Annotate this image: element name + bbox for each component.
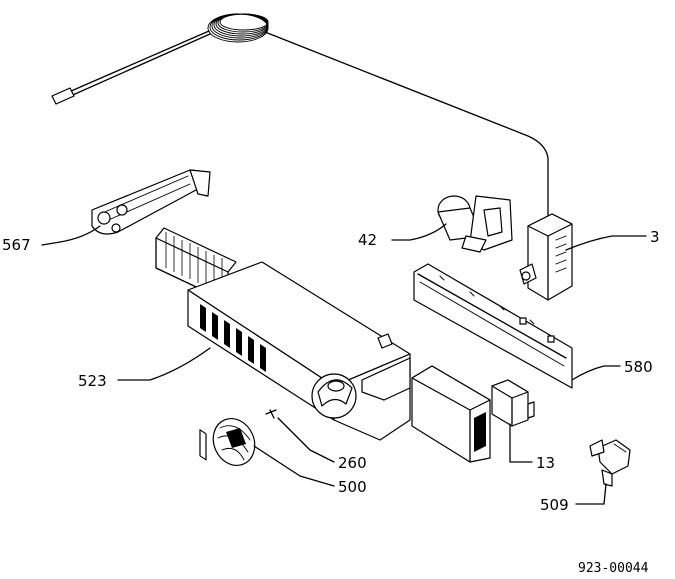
leader-42 [391, 223, 447, 241]
part-500-knob [212, 418, 256, 466]
sensor-bulb [51, 87, 75, 105]
leader-567 [41, 225, 101, 246]
part-509-clip [589, 439, 631, 487]
callout-labels: 567 42 3 580 523 260 500 13 509 923-0004… [2, 228, 660, 576]
leader-509 [575, 483, 607, 505]
label-42: 42 [358, 231, 377, 249]
part-42-connector [437, 195, 513, 253]
label-500: 500 [338, 478, 367, 496]
label-523: 523 [78, 372, 107, 390]
cover-box [411, 365, 491, 463]
leader-260 [277, 417, 335, 463]
capillary-tube [51, 13, 549, 219]
label-567: 567 [2, 236, 31, 254]
part-3-thermostat [519, 213, 573, 301]
part-13-switch [491, 379, 535, 427]
capillary-coil [207, 13, 269, 43]
label-3: 3 [650, 228, 660, 246]
leader-3 [565, 235, 647, 251]
label-13: 13 [536, 454, 555, 472]
leader-523 [117, 347, 211, 381]
leader-500 [253, 445, 335, 487]
part-523-housing [155, 227, 411, 461]
drawing-number: 923-00044 [578, 561, 649, 576]
label-509: 509 [540, 496, 569, 514]
leader-13 [509, 423, 533, 463]
part-580-board [413, 263, 573, 389]
part-567-bracket [91, 169, 211, 235]
leader-580 [571, 365, 621, 381]
label-260: 260 [338, 454, 367, 472]
part-260-pin [265, 409, 277, 419]
leader-lines [41, 223, 647, 505]
housing-vents [199, 304, 266, 461]
label-580: 580 [624, 358, 653, 376]
